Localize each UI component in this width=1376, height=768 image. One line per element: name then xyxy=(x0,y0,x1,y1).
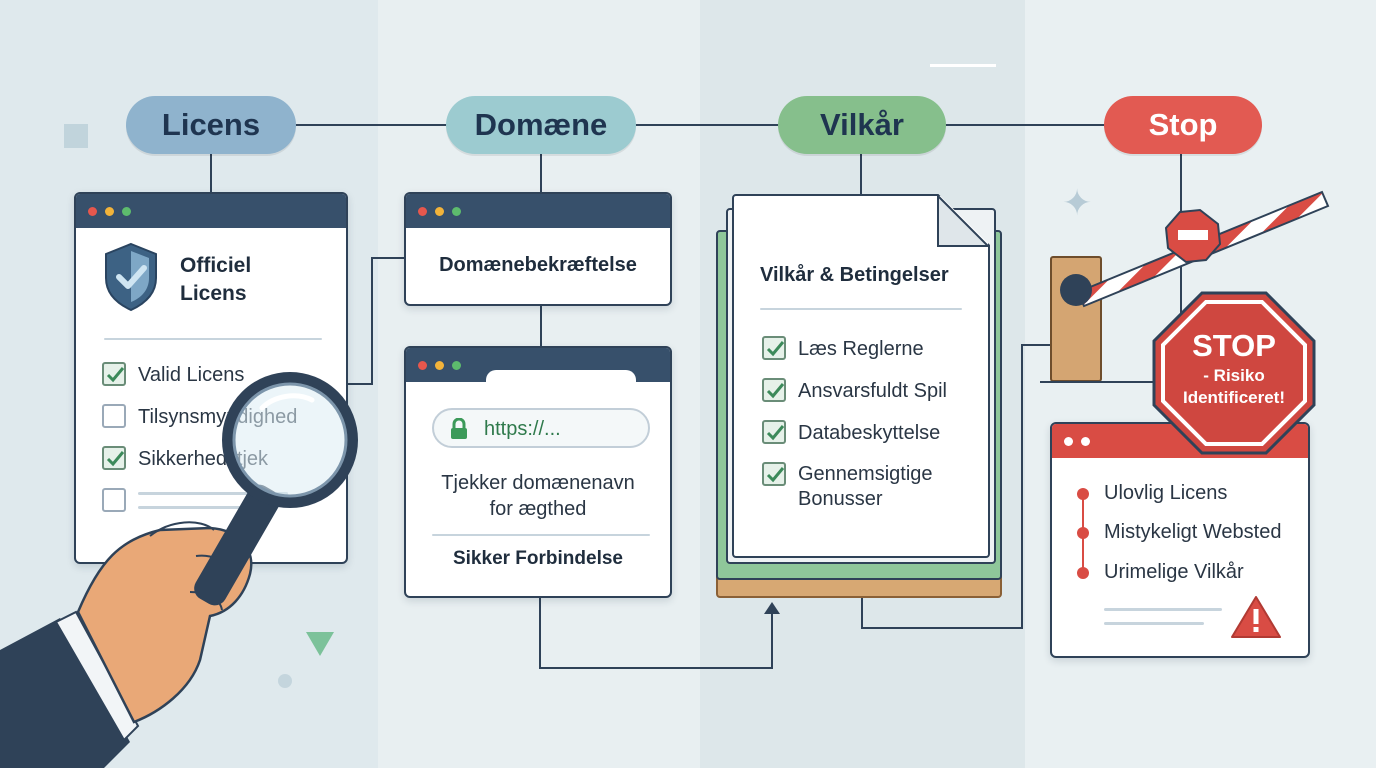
connector-vilkaar-down xyxy=(860,152,862,194)
close-dot-icon xyxy=(418,206,427,216)
window-dot-icon xyxy=(1064,436,1073,446)
divider xyxy=(432,534,650,536)
decor-triangle xyxy=(306,632,334,656)
maximize-dot-icon xyxy=(452,206,461,216)
connector-licens-down xyxy=(210,152,212,192)
licens-card-title: Officiel Licens xyxy=(180,254,252,305)
decor-circle xyxy=(278,674,292,688)
browser-tab xyxy=(486,370,636,384)
risk-dot xyxy=(1077,527,1089,539)
checkbox-sikkerhedstjek[interactable] xyxy=(102,446,126,470)
terms-item-4: Gennemsigtige Bonusser xyxy=(798,463,933,510)
terms-card-title: Vilkår & Betingelser xyxy=(760,264,949,286)
minimize-dot-icon xyxy=(435,360,444,370)
risk-dot xyxy=(1077,567,1089,579)
stop-octagon-icon xyxy=(1152,291,1316,455)
placeholder-line xyxy=(138,492,288,495)
close-dot-icon xyxy=(418,360,427,370)
maximize-dot-icon xyxy=(452,360,461,370)
padlock-icon xyxy=(451,418,467,439)
browser-footer: Sikker Forbindelse xyxy=(452,548,623,569)
risk-window: Ulovlig Licens Mistykeligt Websted Urime… xyxy=(1050,422,1310,658)
page-fold-icon xyxy=(937,194,990,247)
risk-item-1: Ulovlig Licens xyxy=(1104,482,1228,504)
placeholder-line xyxy=(138,506,258,509)
domain-card-title: Domænebekræftelse xyxy=(439,254,637,276)
licens-item-1: Valid Licens xyxy=(138,364,245,386)
decor-line xyxy=(930,64,996,67)
placeholder-line xyxy=(1104,608,1222,611)
window-titlebar xyxy=(76,194,346,228)
terms-item-2: Ansvarsfuldt Spil xyxy=(798,380,947,402)
browser-text-line1: Tjekker domænenavn xyxy=(441,472,635,494)
checkbox-databeskyttelse[interactable] xyxy=(762,420,786,444)
risk-item-3: Urimelige Vilkår xyxy=(1104,561,1244,583)
stop-sign-line1: - Risiko xyxy=(1203,366,1265,385)
browser-text-line2: for ægthed xyxy=(489,498,587,520)
step-domaene-pill: Domæne xyxy=(446,96,636,154)
stop-sign-line2: Identificeret! xyxy=(1182,388,1286,407)
step-vilkaar-pill: Vilkår xyxy=(778,96,946,154)
risk-dot xyxy=(1077,488,1089,500)
domain-window: Domænebekræftelse xyxy=(404,192,672,306)
connector-top xyxy=(290,124,1110,126)
connector-domaene-down xyxy=(540,152,542,192)
window-titlebar xyxy=(406,194,670,228)
hand-magnifier-illustration xyxy=(0,372,358,768)
step-licens-pill: Licens xyxy=(126,96,296,154)
checkbox-laes-reglerne[interactable] xyxy=(762,336,786,360)
barrier-arm-icon xyxy=(1060,190,1330,308)
checkbox-gennemsigtige-bonusser[interactable] xyxy=(762,462,786,486)
close-dot-icon xyxy=(88,206,97,216)
risk-item-2: Mistykeligt Websted xyxy=(1104,521,1282,543)
minimize-dot-icon xyxy=(105,206,114,216)
connector-domain-to-browser xyxy=(540,306,542,346)
shield-check-icon xyxy=(105,242,157,312)
minimize-dot-icon xyxy=(435,206,444,216)
terms-document: Vilkår & Betingelser Læs Reglerne Ansvar… xyxy=(732,194,990,558)
window-dot-icon xyxy=(1081,436,1090,446)
checkbox-empty[interactable] xyxy=(102,488,126,512)
divider xyxy=(104,338,322,340)
stop-sign-title: STOP xyxy=(1192,328,1276,363)
divider xyxy=(760,308,962,310)
maximize-dot-icon xyxy=(122,206,131,216)
browser-window: https://... Tjekker domænenavn for ægthe… xyxy=(404,346,672,598)
decor-square xyxy=(64,124,88,148)
warning-triangle-icon xyxy=(1231,596,1281,638)
checkbox-ansvarsfuldt-spil[interactable] xyxy=(762,378,786,402)
url-bar[interactable]: https://... xyxy=(432,408,650,448)
terms-item-1: Læs Reglerne xyxy=(798,338,924,360)
checkbox-tilsynsmyndighed[interactable] xyxy=(102,404,126,428)
placeholder-line xyxy=(1104,622,1204,625)
terms-item-3: Databeskyttelse xyxy=(798,422,941,444)
step-stop-pill: Stop xyxy=(1104,96,1262,154)
decor-sparkle-icon: ✦ xyxy=(1062,182,1093,223)
checkbox-valid-licens[interactable] xyxy=(102,362,126,386)
url-text: https://... xyxy=(484,418,561,440)
